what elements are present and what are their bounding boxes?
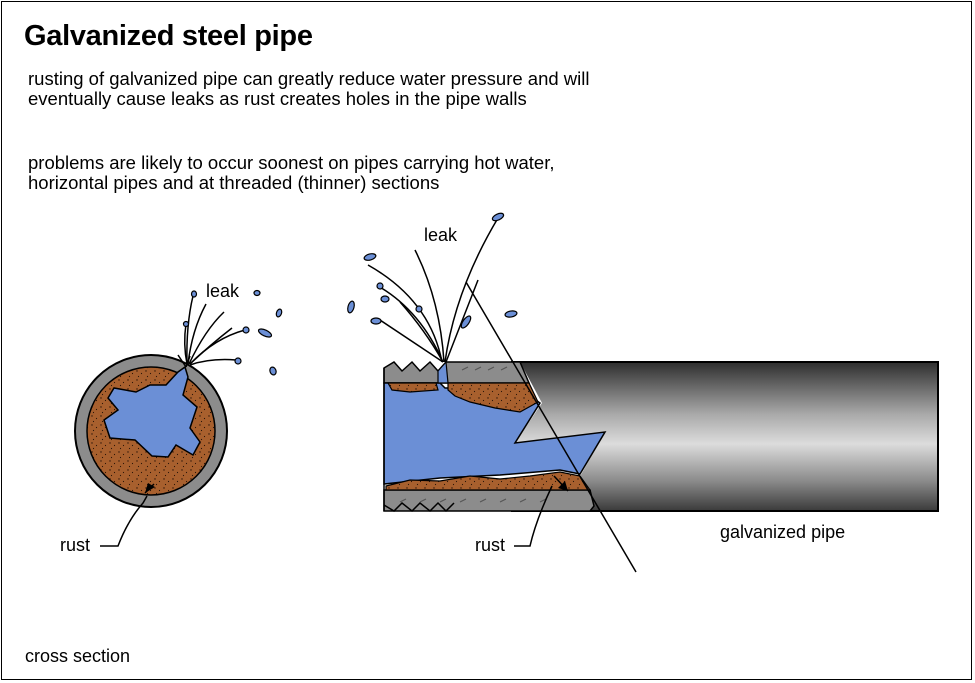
galvanized-pipe-label: galvanized pipe <box>720 522 846 542</box>
galvanized-pipe-pointer <box>465 281 637 573</box>
pipe-water <box>383 382 607 485</box>
pipe-water-drops <box>347 212 518 329</box>
cross-section-label: cross section <box>25 646 131 666</box>
leak-label-pipe: leak <box>424 225 458 245</box>
rust-label-pipe: rust <box>475 535 506 555</box>
rust-pointer-pipe <box>514 485 553 547</box>
pipe-top-rust-right <box>447 382 539 413</box>
pipe-top-rust-left <box>386 382 439 393</box>
pipe-top-wall <box>383 360 531 384</box>
pipe-bottom-rust <box>385 471 592 491</box>
pipe-side-diagram <box>383 281 939 573</box>
cross-section-diagram <box>74 354 228 547</box>
diagram-title: Galvanized steel pipe <box>24 20 313 52</box>
cross-section-leak-spray <box>183 295 246 366</box>
description-problem-areas: problems are likely to occur soonest on … <box>28 152 555 193</box>
cross-section-water <box>103 365 201 458</box>
description-rust-effects: rusting of galvanized pipe can greatly r… <box>28 68 590 109</box>
cross-section-water-drops <box>182 289 283 376</box>
leak-label-cross-section: leak <box>206 281 240 301</box>
rust-label-cross-section: rust <box>60 535 91 555</box>
rust-pointer-cross <box>100 495 148 547</box>
